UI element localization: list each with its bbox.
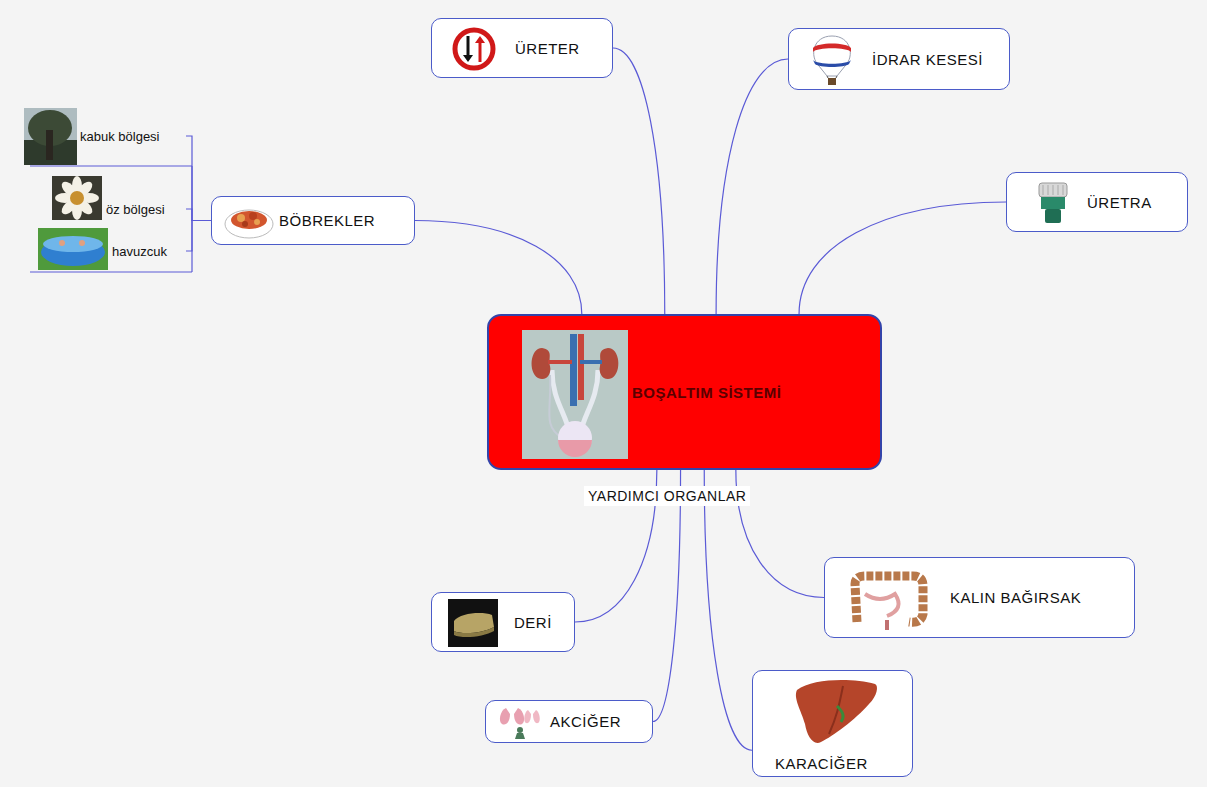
lungs-icon (498, 704, 542, 740)
underline (30, 271, 192, 272)
organ-box: ÜRETER (431, 18, 613, 78)
branch-line (704, 470, 752, 750)
node-text: kabuk bölgesi (80, 129, 160, 144)
branch-line (186, 136, 211, 221)
group-outline (30, 166, 192, 272)
organ-box: DERİ (431, 592, 575, 652)
kidney-illustration (522, 330, 628, 459)
node-text: BÖBREKLER (279, 212, 375, 229)
branch-line (653, 470, 681, 722)
branch-line (613, 48, 665, 314)
central-topic: BOŞALTIM SİSTEMİ (487, 314, 882, 470)
branch-line (186, 221, 211, 252)
balloon-icon (807, 34, 857, 88)
node-text: KARACİĞER (775, 755, 868, 772)
organ-box: AKCİĞER (485, 700, 653, 743)
skin-icon (448, 599, 498, 647)
branch-item: öz bölgesi (104, 198, 186, 220)
node-text: ÜRETER (515, 40, 580, 57)
plate-icon (223, 202, 275, 242)
traffic-sign-icon (451, 26, 497, 72)
node-text: havuzcuk (112, 244, 167, 259)
node-text: KALIN BAĞIRSAK (950, 589, 1081, 606)
tree-photo (24, 108, 77, 165)
node-text: BOŞALTIM SİSTEMİ (632, 384, 781, 401)
node-text: AKCİĞER (550, 713, 621, 730)
underline (30, 165, 192, 166)
hose-connector-icon (1033, 181, 1073, 227)
branch-item: kabuk bölgesi (78, 124, 186, 148)
organ-box: KARACİĞER (752, 670, 913, 777)
organ-box: BÖBREKLER (211, 196, 415, 245)
branch-line (186, 209, 211, 221)
liver-illustration (793, 676, 879, 748)
organ-box: KALIN BAĞIRSAK (824, 557, 1135, 638)
branch-line (415, 221, 582, 315)
node-text: ÜRETRA (1087, 194, 1152, 211)
organ-box: İDRAR KESESİ (788, 28, 1010, 90)
node-text: öz bölgesi (106, 202, 165, 217)
colon-illustration (835, 564, 943, 634)
branch-line (716, 59, 788, 314)
node-text: İDRAR KESESİ (872, 51, 983, 68)
branch-line (799, 202, 1006, 314)
organ-box: ÜRETRA (1006, 172, 1188, 232)
flower-photo (52, 176, 102, 220)
branch-item: havuzcuk (110, 240, 186, 262)
node-text: DERİ (514, 614, 552, 631)
pool-photo (38, 228, 108, 270)
group-label: YARDIMCI ORGANLAR (584, 486, 750, 506)
